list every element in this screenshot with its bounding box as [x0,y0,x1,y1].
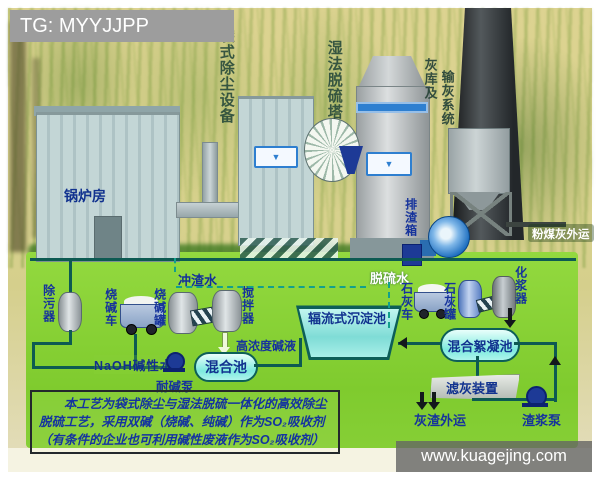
pipe [554,342,557,402]
agitator-tank-icon [212,290,242,332]
boiler-duct-horizontal [176,202,244,218]
lime-cart-icon [413,282,452,320]
naoh-pipe [32,366,170,369]
tree-trunk [10,22,26,252]
slag-water-dash [176,286,366,288]
floc-pool-capsule: 混合絮凝池 [440,328,520,362]
lime-cart-label: 石灰车 [399,282,414,321]
pipe [69,330,72,344]
bag-filter-logo: ▼ [254,146,298,168]
down-arrow-icon [508,308,512,320]
pipe [398,342,442,345]
bag-filter-label: 袋式除尘设备 [217,28,235,124]
caustic-cart-icon [118,294,164,335]
naoh-water-label: NaOH碱性水 [94,355,174,374]
site-watermark: www.kuagejing.com [396,441,592,472]
down-arrow-icon [222,332,228,348]
cart-wheel [436,309,446,319]
boiler-door [94,216,122,260]
slurry-pump-base [522,403,548,407]
pipe [514,342,557,345]
cart-wheel [419,309,429,319]
tower-band [356,102,428,113]
pipe [299,338,302,367]
top-watermark: TG: MYYJJPP [10,10,234,42]
note-line-2: 脱硫工艺，采用双碱（烧碱、纯碱）作为SO₂吸收剂 [39,415,325,430]
slag-flush-water-label: 冲渣水 [178,273,218,288]
pipe [254,364,302,367]
hopper-row [240,238,338,258]
ash-silo [448,128,510,194]
pipe [472,398,557,401]
boiler-house-label: 锅炉房 [64,188,106,204]
boiler-duct-vertical [202,142,218,208]
ash-out-label: 灰渣外运 [414,413,467,428]
desulf-water-dash [388,282,390,328]
down-arrow-icon [218,347,230,355]
cart-wheel [126,324,137,335]
down-arrow-icon [428,402,440,410]
cart-body [120,304,164,328]
radial-pool-shape [296,305,402,360]
pipe [69,258,72,292]
strainer-tank-icon [58,292,82,332]
mixing-pool-capsule: 混合池 [194,352,258,382]
slag-box-icon [402,244,422,266]
boiler-house [36,112,180,262]
tower-logo: ▼ [366,152,412,176]
radial-pool-label: 辐流式沉淀池 [308,311,387,326]
ash-silo-label-line2: 输灰系统 [439,70,455,126]
fly-ash-label: 粉煤灰外运 [532,229,590,241]
strainer-label: 除污器 [41,284,56,323]
fly-ash-pipe [506,222,566,227]
high-conc-alkali-label: 高浓度碱液 [236,339,297,353]
pipe [32,342,35,369]
cart-wheel [146,324,157,335]
alkali-pump-base [163,368,185,372]
up-arrow-icon [549,356,561,365]
slurry-pump-label: 渣浆泵 [522,413,562,428]
down-arrow-icon [504,320,516,328]
base-pipe [30,258,576,261]
note-line-3: （有条件的企业也可利用碱性废液作为SO₂吸收剂） [39,433,325,448]
lime-tank-label: 石灰罐 [442,282,457,321]
blower-icon [428,216,470,258]
slurry-maker-label: 化浆器 [513,266,528,305]
slag-water-dash [174,258,176,272]
pipe [32,342,72,345]
caustic-tank-label: 烧碱罐 [152,288,167,327]
agitator-label: 搅拌器 [240,286,255,325]
down-arrow-icon [416,402,428,410]
process-note-box: 本工艺为袋式除尘与湿法脱硫一体化的高效除尘 脱硫工艺，采用双碱（烧碱、纯碱）作为… [30,390,340,455]
down-arrow-icon [432,392,436,402]
radial-pool-water [299,309,399,357]
pipe [134,334,137,368]
slag-box-label: 排渣箱 [403,198,418,237]
down-arrow-icon [420,392,424,402]
pipe [476,356,479,376]
cart-load [124,296,158,307]
ash-silo-label-line1: 灰库及 [422,58,438,100]
caustic-cart-label: 烧碱车 [103,288,118,327]
desulf-water-label: 脱硫水 [370,271,410,286]
bag-filter-house [238,96,314,246]
fly-ash-label-bg [528,224,594,242]
boiler-roof [34,106,180,116]
wet-tower-label: 湿法脱硫塔 [325,40,343,120]
filter-device-label: 滤灰装置 [446,381,499,396]
note-line-1: 本工艺为袋式除尘与湿法脱硫一体化的高效除尘 [64,397,327,411]
cart-load [418,284,446,294]
cart-body [414,292,452,312]
slurry-maker-tank-icon [492,276,516,318]
left-arrow-icon [398,337,407,349]
